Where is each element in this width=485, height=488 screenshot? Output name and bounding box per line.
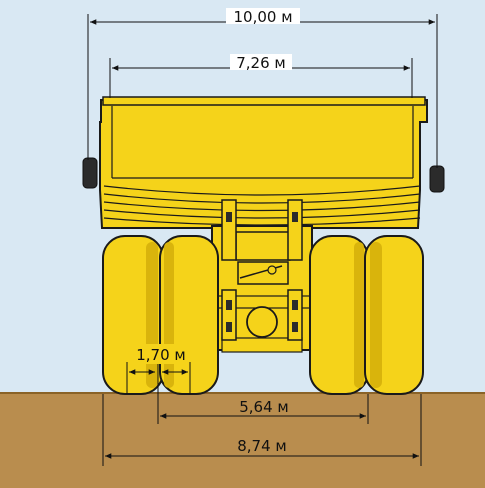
dump-body — [99, 96, 428, 229]
tire-inner-right — [309, 235, 369, 395]
overall-width-label: 10,00 м — [233, 8, 292, 26]
tire-outer-right — [364, 235, 424, 395]
right-mirror — [429, 165, 445, 193]
tire-width-label: 1,70 м — [136, 346, 185, 364]
dimension-outer-track: 8,74 м — [102, 394, 422, 466]
dimension-body-width: 7,26 м — [109, 54, 413, 98]
left-mirror — [82, 157, 98, 189]
tire-outer-left — [102, 235, 164, 395]
right-suspension-strut — [287, 199, 303, 341]
tire-inner-left — [159, 235, 219, 395]
dimension-tire-width: 1,70 м — [126, 344, 191, 394]
left-suspension-strut — [221, 199, 237, 341]
differential-hub — [246, 306, 278, 338]
outer-track-label: 8,74 м — [237, 437, 286, 455]
body-width-label: 7,26 м — [236, 54, 285, 72]
dimension-overall-width: 10,00 м — [87, 8, 438, 168]
dimension-inner-track: 5,64 м — [157, 394, 369, 424]
inner-track-label: 5,64 м — [239, 398, 288, 416]
ground — [0, 393, 485, 488]
